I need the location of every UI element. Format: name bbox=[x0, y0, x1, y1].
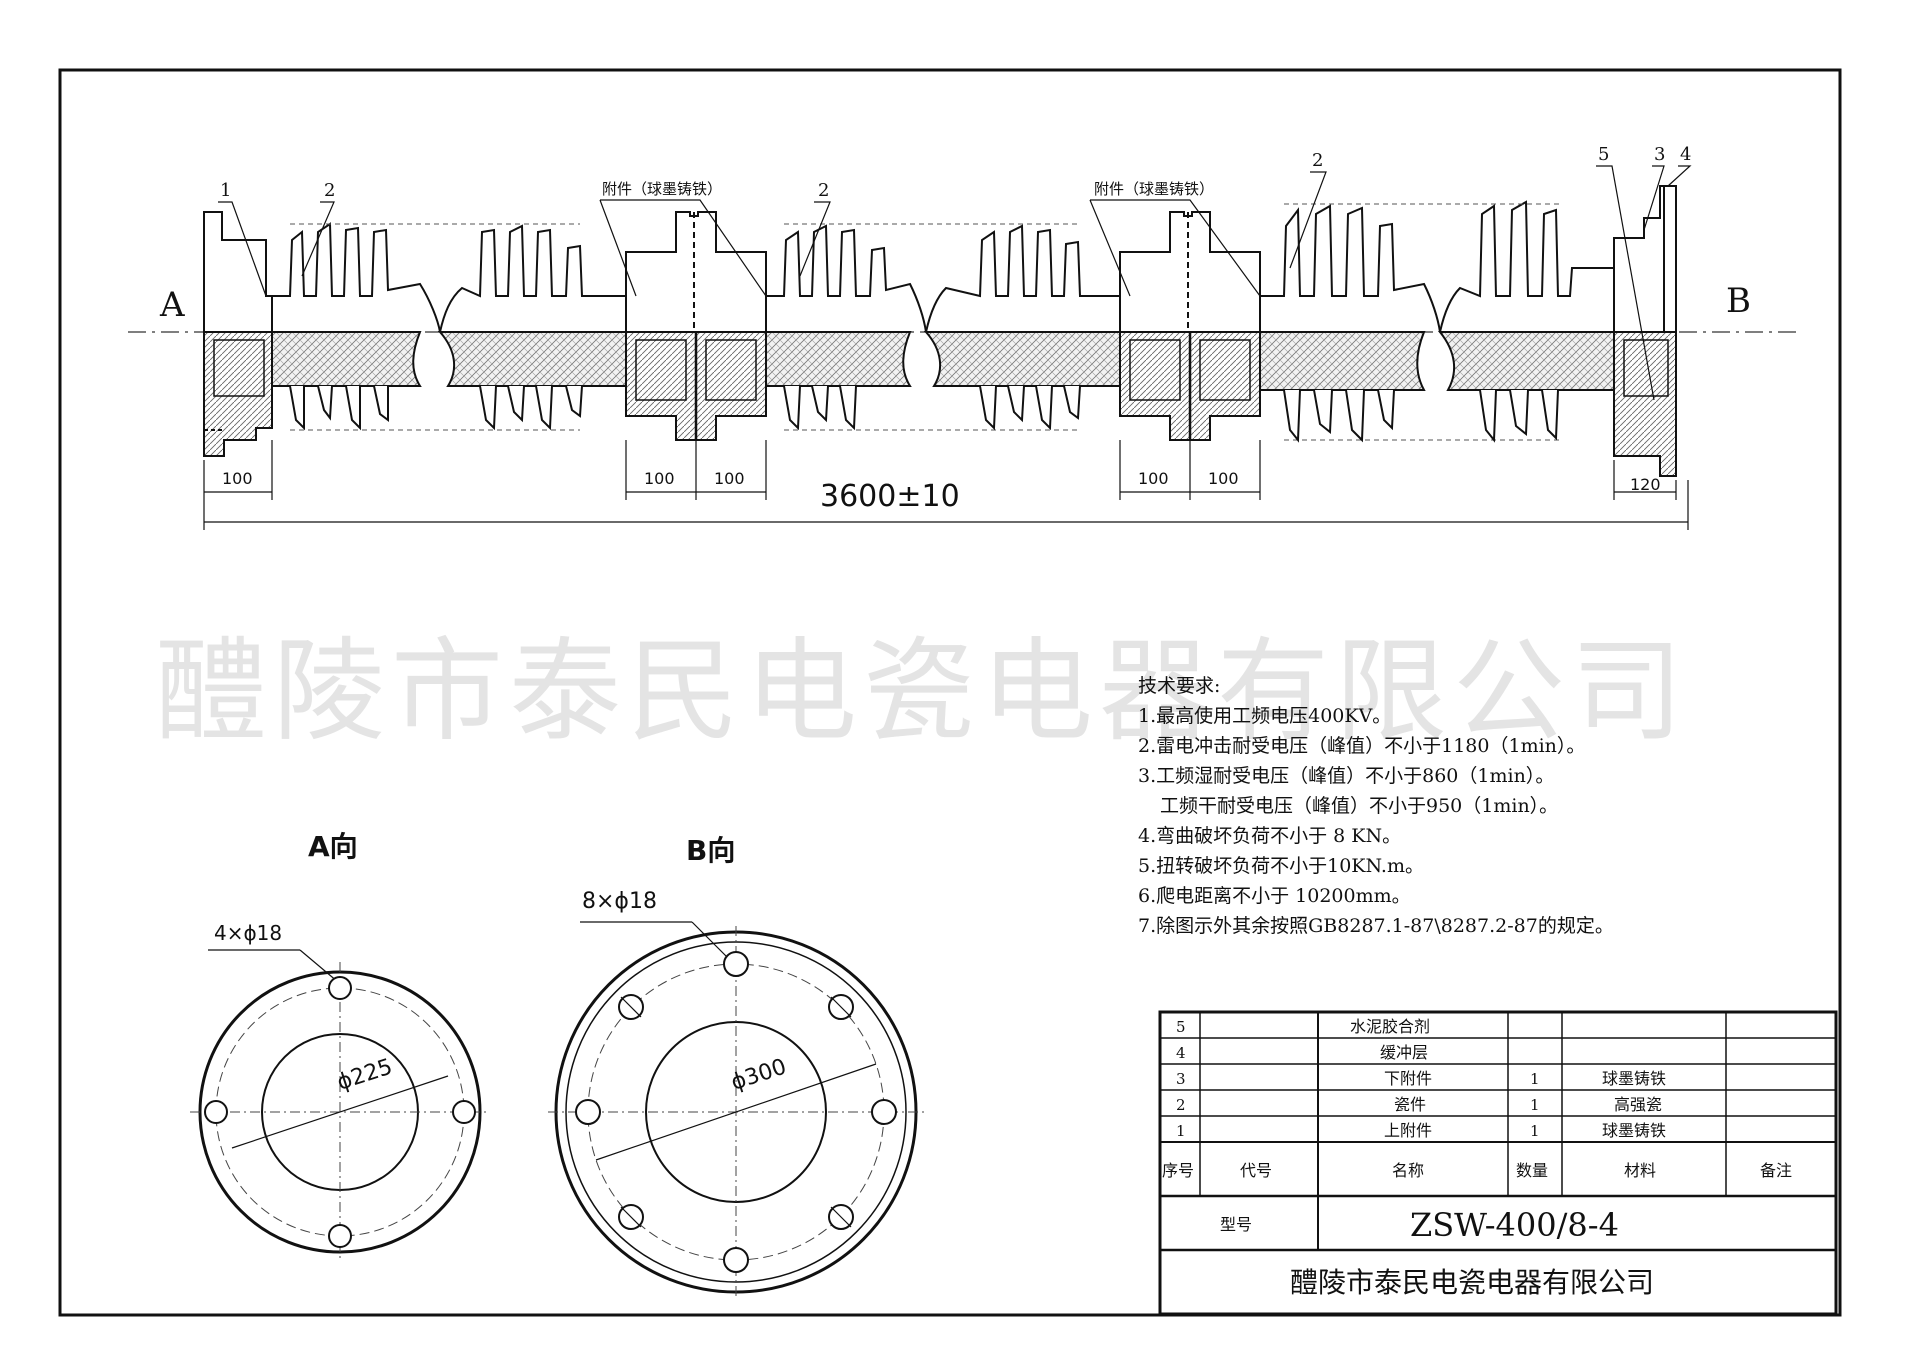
row-3-name: 下附件 bbox=[1384, 1069, 1432, 1088]
row-1-material: 球墨铸铁 bbox=[1602, 1121, 1666, 1140]
company-name: 醴陵市泰民电瓷电器有限公司 bbox=[1290, 1266, 1654, 1299]
header-material: 材料 bbox=[1624, 1161, 1656, 1180]
view-b-holes-label: 8×ϕ18 bbox=[582, 889, 657, 914]
tech-item-4: 4.弯曲破坏负荷不小于 8 KN。 bbox=[1138, 825, 1401, 847]
insulator-elevation: A B bbox=[128, 144, 1800, 530]
tech-item-3: 3.工频湿耐受电压（峰值）不小于860（1min）。 bbox=[1138, 765, 1554, 787]
shed-envelope bbox=[290, 203, 1560, 441]
row-2-name: 瓷件 bbox=[1394, 1095, 1426, 1114]
leader-accessory-2: 附件（球墨铸铁） bbox=[1094, 180, 1214, 198]
row-5-no: 5 bbox=[1176, 1018, 1186, 1036]
header-code: 代号 bbox=[1240, 1161, 1272, 1180]
row-2-qty: 1 bbox=[1530, 1096, 1540, 1114]
tech-item-5: 5.扭转破坏负荷不小于10KN.m。 bbox=[1138, 855, 1424, 877]
header-no: 序号 bbox=[1162, 1161, 1194, 1180]
flange-a-diameter-line bbox=[231, 1075, 449, 1149]
model-value: ZSW-400/8-4 bbox=[1410, 1206, 1619, 1244]
leader-4: 4 bbox=[1680, 144, 1691, 165]
row-1-no: 1 bbox=[1176, 1122, 1186, 1140]
flange-b-diameter-line bbox=[595, 1063, 877, 1161]
row-2-material: 高强瓷 bbox=[1614, 1095, 1662, 1114]
flange-a-bolt-holes bbox=[204, 976, 476, 1248]
row-1-qty: 1 bbox=[1530, 1122, 1540, 1140]
view-a-title: A向 bbox=[308, 830, 358, 863]
view-a-holes-label: 4×ϕ18 bbox=[214, 921, 282, 945]
row-5-name: 水泥胶合剂 bbox=[1350, 1017, 1430, 1036]
parts-table: 5 水泥胶合剂 4 缓冲层 3 下附件 1 球墨铸铁 2 瓷件 1 高强瓷 1 … bbox=[1158, 1010, 1838, 1316]
leader-3: 3 bbox=[1654, 144, 1665, 165]
row-4-no: 4 bbox=[1176, 1044, 1186, 1062]
leader-2a: 2 bbox=[324, 180, 335, 201]
view-b-diameter-label: ϕ300 bbox=[728, 1054, 789, 1095]
tech-item-6: 6.爬电距离不小于 10200mm。 bbox=[1138, 885, 1411, 907]
row-2-no: 2 bbox=[1176, 1096, 1186, 1114]
row-1-name: 上附件 bbox=[1384, 1121, 1432, 1140]
leader-1: 1 bbox=[220, 180, 231, 201]
lower-section bbox=[203, 331, 1677, 477]
outer-border bbox=[58, 68, 1842, 1317]
view-a-diameter-label: ϕ225 bbox=[334, 1054, 395, 1095]
model-label: 型号 bbox=[1220, 1215, 1252, 1234]
dim-100-a: 100 bbox=[222, 469, 253, 488]
dimension-lines bbox=[203, 440, 1689, 530]
dim-120: 120 bbox=[1630, 475, 1661, 494]
tech-heading: 技术要求: bbox=[1138, 675, 1220, 697]
leader-2c: 2 bbox=[1312, 150, 1323, 171]
tech-item-2: 2.雷电冲击耐受电压（峰值）不小于1180（1min）。 bbox=[1138, 735, 1585, 757]
dim-100-b: 100 bbox=[644, 469, 675, 488]
header-name: 名称 bbox=[1392, 1161, 1424, 1180]
row-3-material: 球墨铸铁 bbox=[1602, 1069, 1666, 1088]
end-label-a: A bbox=[159, 285, 185, 325]
header-qty: 数量 bbox=[1516, 1161, 1548, 1180]
end-label-b: B bbox=[1726, 281, 1751, 321]
row-4-name: 缓冲层 bbox=[1380, 1043, 1428, 1062]
overall-length: 3600±10 bbox=[820, 479, 960, 514]
tech-requirements: 技术要求: 1.最高使用工频电压400KV。 2.雷电冲击耐受电压（峰值）不小于… bbox=[1138, 675, 1614, 937]
dim-100-c: 100 bbox=[714, 469, 745, 488]
tech-item-1: 1.最高使用工频电压400KV。 bbox=[1138, 705, 1391, 727]
view-a: A向 4×ϕ18 ϕ225 bbox=[190, 830, 490, 1262]
row-3-qty: 1 bbox=[1530, 1070, 1540, 1088]
leader-accessory-1: 附件（球墨铸铁） bbox=[602, 180, 722, 198]
header-note: 备注 bbox=[1760, 1161, 1792, 1180]
row-3-no: 3 bbox=[1176, 1070, 1186, 1088]
view-b-title: B向 bbox=[686, 834, 735, 867]
leader-2b: 2 bbox=[818, 180, 829, 201]
dim-100-d: 100 bbox=[1138, 469, 1169, 488]
tech-item-7: 7.除图示外其余按照GB8287.1-87\8287.2-87的规定。 bbox=[1138, 915, 1614, 937]
view-b: B向 8×ϕ18 ϕ300 bbox=[548, 834, 924, 1298]
leader-lines bbox=[218, 165, 1692, 401]
watermark-text: 醴陵市泰民电瓷电器有限公司 bbox=[155, 627, 1689, 757]
tech-item-3b: 工频干耐受电压（峰值）不小于950（1min）。 bbox=[1160, 795, 1558, 817]
dim-100-e: 100 bbox=[1208, 469, 1239, 488]
upper-outline bbox=[203, 185, 1677, 333]
leader-5: 5 bbox=[1598, 144, 1609, 165]
